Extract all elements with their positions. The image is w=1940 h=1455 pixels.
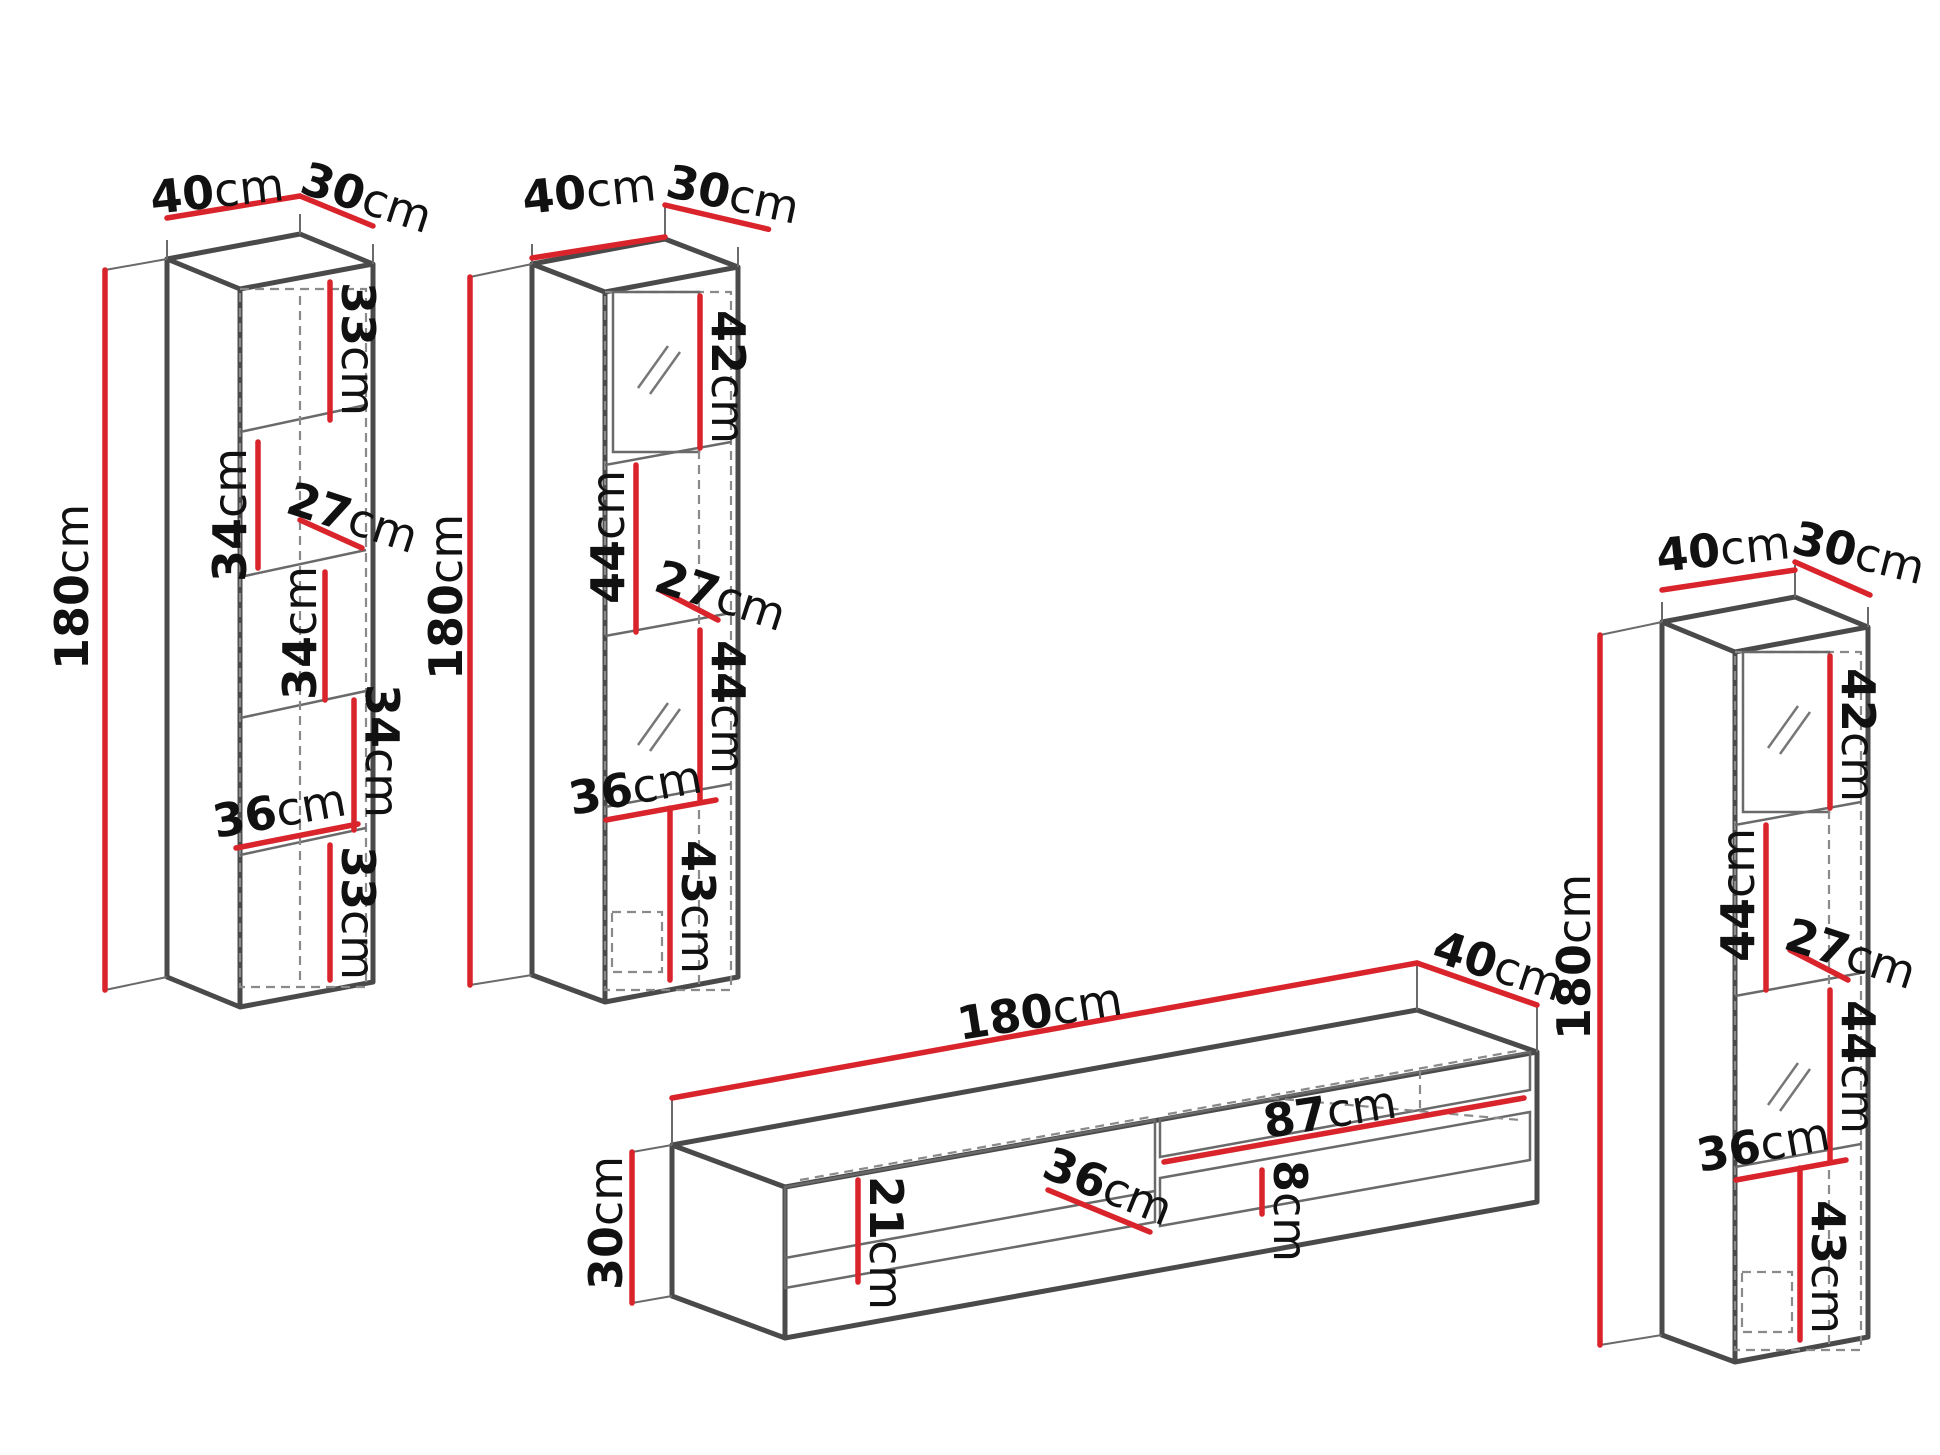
dimension-label: 40cm: [148, 157, 287, 225]
dimension-label: 42cm: [1831, 668, 1885, 802]
dimension-label: 44cm: [701, 640, 755, 774]
dimension-label: 36cm: [1693, 1106, 1834, 1182]
left-cabinet-width-line: [164, 193, 303, 221]
left-cabinet-inner: [238, 287, 368, 989]
furniture-edge: [610, 910, 664, 974]
dimension-label: 180cm: [419, 514, 473, 680]
dimension-label: 40cm: [520, 157, 659, 225]
dimension-line: [657, 587, 721, 623]
furniture-edge: [239, 689, 367, 720]
dimension-label: 180cm: [953, 972, 1126, 1051]
furniture-edge: [104, 976, 168, 991]
furniture-edge: [784, 1189, 1156, 1260]
furniture-edge: [469, 263, 533, 278]
dimension-label: 27cm: [281, 471, 425, 564]
dimension-label: 21cm: [859, 1176, 913, 1310]
furniture-edge: [1599, 621, 1663, 636]
furniture-edge: [239, 826, 367, 857]
furniture-edge: [166, 256, 243, 1007]
furniture-edge: [239, 548, 367, 579]
dimension-label: 87cm: [1259, 1075, 1400, 1149]
dimension-label: 44cm: [1831, 1000, 1885, 1134]
dimension-label: 34cm: [203, 448, 257, 582]
furniture-edge: [1778, 711, 1812, 755]
furniture-edge: [1766, 705, 1800, 749]
dimension-label: 43cm: [671, 840, 725, 974]
furniture-edge: [631, 1144, 673, 1153]
tv-depth-line: [1414, 960, 1540, 1008]
dimension-line: [1787, 947, 1851, 983]
dimension-label: 34cm: [355, 684, 409, 818]
glass-cabinet-top: 40cm 30cm 180cm 42cm 44cm 27cm 44cm 36cm…: [419, 154, 804, 1005]
dimension-label: 33cm: [331, 282, 385, 416]
furniture-edge: [1269, 1096, 1521, 1122]
furniture-edge: [631, 1295, 673, 1304]
dimension-line: [1045, 1187, 1153, 1235]
tv-width-line: [669, 960, 1420, 1101]
furniture-edge: [648, 351, 682, 395]
furniture-edge: [604, 440, 732, 467]
furniture-edge: [1661, 619, 1738, 1362]
dimension-label: 43cm: [1801, 1200, 1855, 1334]
dimension-label: 36cm: [209, 772, 350, 848]
furniture-edge: [1734, 624, 1869, 655]
dimension-label: 27cm: [1779, 907, 1923, 1000]
tv-compartment-open: [1158, 1050, 1532, 1159]
furniture-edge: [671, 1142, 788, 1338]
left-cabinet-shelves: [239, 296, 367, 980]
tv-unit: 180cm 40cm 30cm 21cm 36cm 87cm 8cm: [579, 919, 1571, 1341]
dimension-label: 36cm: [565, 749, 706, 825]
furniture-edge: [1766, 1062, 1800, 1106]
tv-drawer-left: [783, 1118, 1157, 1290]
glass-cabinet-right: 40cm 30cm 180cm 42cm 44cm 27cm 44cm 36cm…: [1547, 510, 1931, 1365]
dimension-line: [1733, 1157, 1849, 1183]
dimension-line: [1161, 1095, 1527, 1165]
dimension-label: 42cm: [701, 310, 755, 444]
furniture-edge: [604, 264, 739, 295]
dimension-line: [233, 821, 361, 851]
dimension-line: [603, 797, 719, 823]
furniture-edge: [636, 345, 670, 389]
furniture-edge: [239, 403, 367, 434]
furniture-edge: [1778, 1068, 1812, 1112]
furniture-edge: [1741, 650, 1831, 814]
dimension-label: 34cm: [273, 566, 327, 700]
tv-drawer-right: [1158, 1110, 1532, 1228]
dimension-label: 30cm: [662, 154, 804, 235]
left-cabinet: 40cm 30cm 180cm 33cm 34cm 27cm 34cm 34cm…: [45, 151, 439, 1010]
furniture-edge: [1734, 1142, 1862, 1169]
furniture-edge: [531, 261, 608, 1002]
dimension-line: [1792, 559, 1873, 598]
dimension-label: 30cm: [295, 151, 439, 244]
dimension-line: [529, 234, 668, 261]
dimension-label: 44cm: [581, 470, 635, 604]
furniture-edge: [104, 258, 168, 271]
furniture-edge: [469, 974, 533, 986]
furniture-edge: [648, 708, 682, 752]
glass-door-upper: [611, 290, 701, 454]
dimension-label: 8cm: [1263, 1160, 1317, 1262]
dimension-label: 180cm: [45, 504, 99, 670]
dimension-label: 180cm: [1547, 874, 1601, 1040]
furniture-edge: [636, 702, 670, 746]
furniture-edge: [1740, 1270, 1794, 1334]
dimension-line: [297, 517, 365, 551]
furniture-edge: [1599, 1334, 1663, 1346]
dimension-line: [662, 202, 772, 233]
furniture-edge: [604, 782, 732, 809]
dimension-label: 44cm: [1711, 828, 1765, 962]
dimension-label: 30cm: [1787, 510, 1930, 595]
dimension-label: 40cm: [1654, 515, 1793, 583]
furniture-edge: [239, 261, 374, 292]
dimension-label: 33cm: [331, 846, 385, 980]
dimension-label: 27cm: [649, 549, 793, 642]
dimension-label: 30cm: [579, 1156, 633, 1290]
left-cabinet-depth-line: [297, 193, 376, 229]
furniture-edge: [1734, 800, 1862, 827]
dimension-line: [1659, 567, 1798, 593]
